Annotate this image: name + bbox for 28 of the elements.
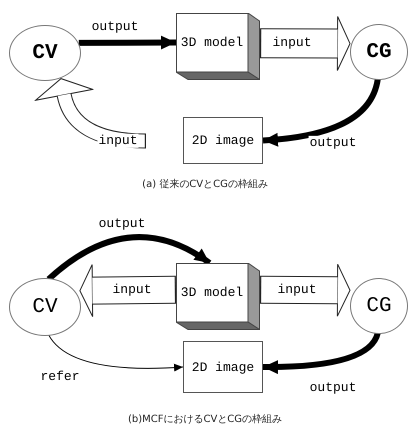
node-label: CV [32, 42, 58, 64]
block-arrow [260, 16, 350, 71]
node-label: 3D model [180, 35, 244, 50]
node-label: 2D image [192, 360, 254, 374]
block-arrow [79, 264, 176, 318]
edge-label: output [308, 136, 358, 150]
arrow [262, 332, 381, 374]
edge-label: input [272, 36, 312, 50]
node-label: 3D model [180, 285, 244, 300]
edge-label: input [112, 282, 152, 298]
arrow [78, 36, 176, 50]
node-label: CG [366, 294, 392, 318]
caption: (b)MCFにおけるCVとCGの枠組み [128, 412, 282, 426]
edge-label: output [98, 216, 146, 232]
process-box [183, 341, 263, 393]
process-box [183, 117, 263, 164]
edge-label: input [276, 282, 318, 298]
node-label: CV [32, 296, 58, 318]
arrow [262, 78, 381, 146]
edge-label: output [90, 20, 140, 34]
arrow [48, 334, 184, 372]
block-arrow [260, 264, 350, 317]
edge-label: output [308, 380, 358, 396]
node-label: CG [366, 40, 392, 64]
caption: (a) 従来のCVとCGの枠組み [142, 178, 268, 191]
edge-label: input [98, 134, 138, 148]
node-label: 2D image [192, 133, 254, 148]
block-arrow [36, 78, 146, 148]
